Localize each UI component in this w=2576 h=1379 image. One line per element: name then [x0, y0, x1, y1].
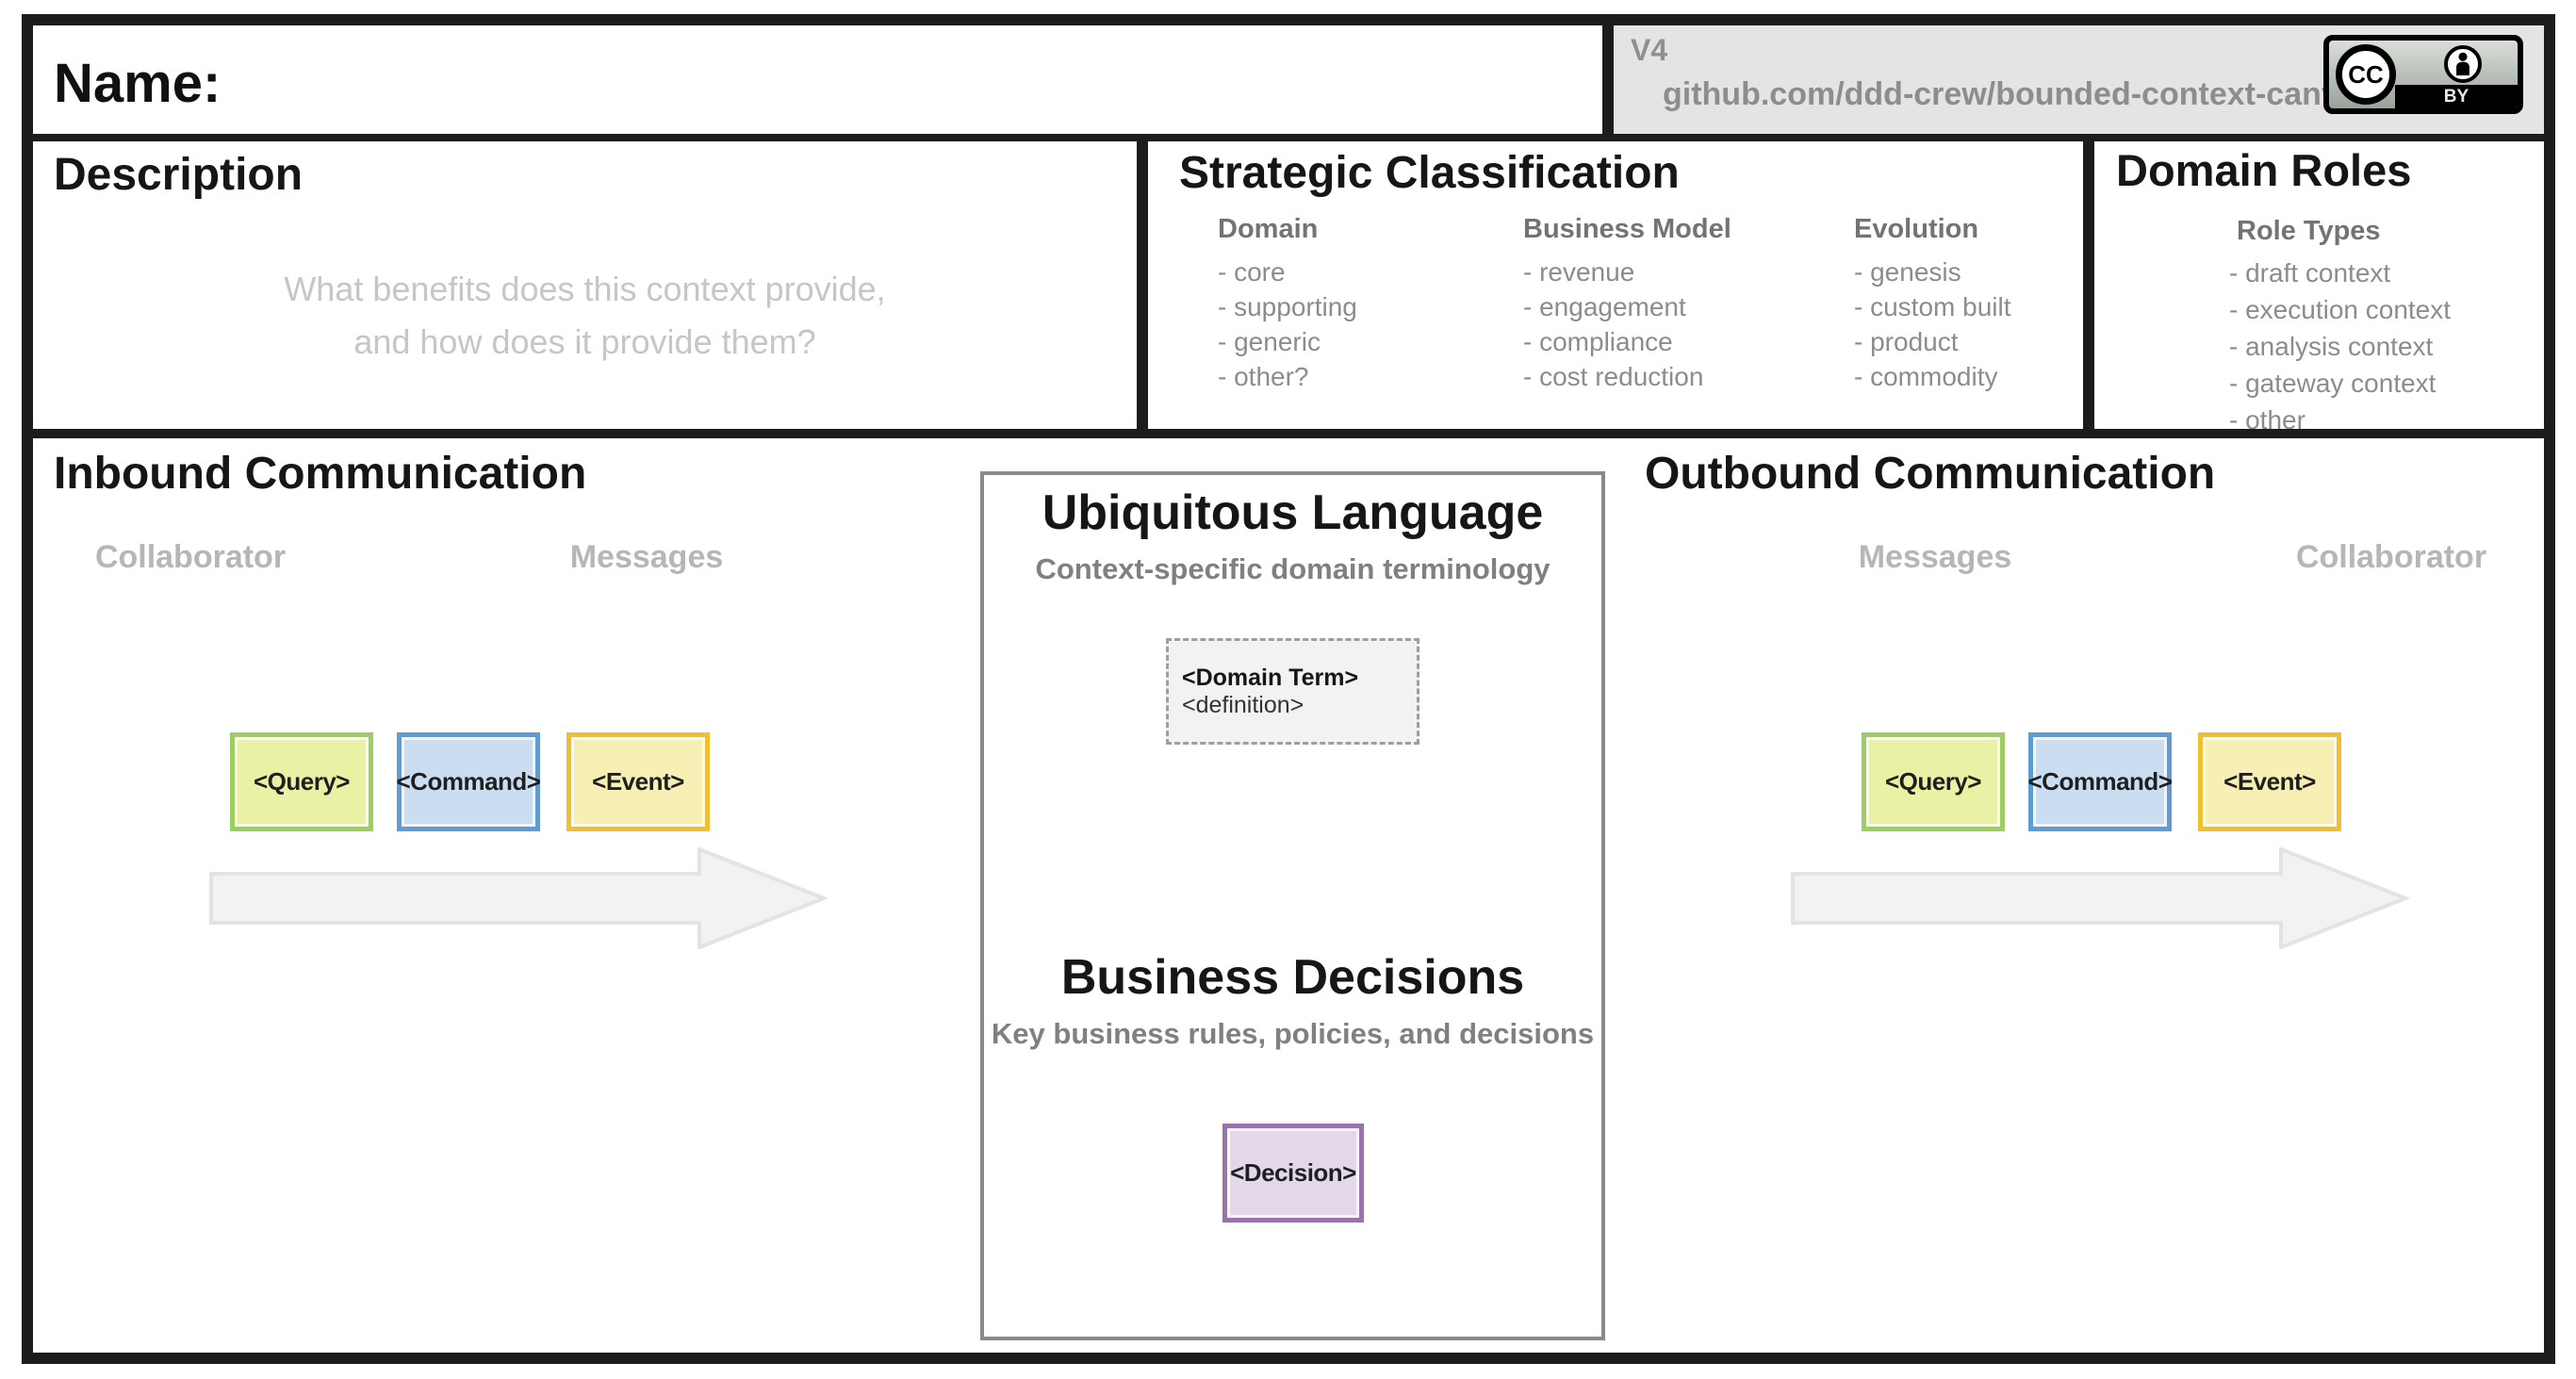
list-item: - gateway context [2229, 369, 2437, 398]
strategic-column-domain: Domain - core - supporting - generic - o… [1218, 214, 1357, 394]
business-decisions-title: Business Decisions [1060, 950, 1525, 1005]
center-panel: Ubiquitous Language Context-specific dom… [980, 471, 1605, 1340]
domain-term-label: <Domain Term> [1182, 664, 1359, 691]
divider-name-version [1602, 25, 1614, 134]
column-header: Evolution [1854, 214, 1979, 244]
list-item: - execution context [2229, 295, 2452, 324]
divider-row2 [33, 429, 2544, 438]
version-box: V4 github.com/ddd-crew/bounded-context-c… [1614, 25, 2544, 134]
column-header: Business Model [1523, 214, 1731, 244]
attribution-icon [2444, 45, 2482, 83]
divider-strategic-roles [2083, 141, 2094, 429]
column-header: Domain [1218, 214, 1319, 244]
domain-term-card: <Domain Term> <definition> [1166, 638, 1419, 745]
divider-description-strategic [1137, 141, 1148, 429]
inbound-event-card: <Event> [566, 732, 710, 831]
inbound-query-card: <Query> [230, 732, 373, 831]
domain-term-definition: <definition> [1182, 691, 1304, 718]
list-item: - revenue [1523, 257, 1635, 287]
list-item: - other? [1218, 362, 1309, 391]
description-title: Description [54, 150, 304, 200]
list-item: - engagement [1523, 292, 1686, 321]
list-item: - commodity [1854, 362, 1998, 391]
outbound-query-card: <Query> [1862, 732, 2005, 831]
outbound-event-card: <Event> [2198, 732, 2341, 831]
list-item: - cost reduction [1523, 362, 1704, 391]
outbound-collaborator-label: Collaborator [2295, 539, 2487, 575]
cc-icon: CC [2336, 44, 2396, 105]
decision-card: <Decision> [1222, 1124, 1364, 1223]
repo-url: github.com/ddd-crew/bounded-context-canv… [1663, 76, 2375, 112]
list-item: - custom built [1854, 292, 2011, 321]
strategic-classification-title: Strategic Classification [1179, 148, 1680, 198]
list-item: - genesis [1854, 257, 1961, 287]
ubiquitous-language-title: Ubiquitous Language [1042, 485, 1544, 540]
inbound-collaborator-label: Collaborator [94, 539, 287, 575]
version-label: V4 [1631, 33, 1668, 67]
list-item: - generic [1218, 327, 1321, 356]
list-item: - compliance [1523, 327, 1673, 356]
description-placeholder: What benefits does this context provide,… [33, 263, 1137, 369]
list-item: - supporting [1218, 292, 1357, 321]
list-item: - analysis context [2229, 332, 2434, 361]
role-types-list: - draft context - execution context - an… [2229, 254, 2451, 438]
list-item: - product [1854, 327, 1959, 356]
inbound-messages-label: Messages [569, 539, 724, 575]
business-decisions-subtitle: Key business rules, policies, and decisi… [991, 1017, 1595, 1050]
outbound-messages-label: Messages [1858, 539, 2012, 575]
ubiquitous-language-subtitle: Context-specific domain terminology [1035, 552, 1551, 585]
description-placeholder-line: What benefits does this context provide, [284, 270, 886, 308]
canvas-frame: Name: V4 github.com/ddd-crew/bounded-con… [22, 14, 2555, 1364]
outbound-command-card: <Command> [2028, 732, 2173, 831]
inbound-command-card: <Command> [397, 732, 541, 831]
name-label: Name: [54, 53, 222, 114]
list-item: - core [1218, 257, 1286, 287]
inbound-communication-title: Inbound Communication [54, 449, 587, 499]
domain-roles-title: Domain Roles [2116, 145, 2412, 195]
outbound-communication-title: Outbound Communication [1645, 449, 2216, 499]
strategic-column-evolution: Evolution - genesis - custom built - pro… [1854, 214, 2011, 394]
by-label: BY [2395, 85, 2518, 108]
list-item: - draft context [2229, 258, 2391, 287]
divider-row1 [33, 134, 2544, 141]
description-placeholder-line: and how does it provide them? [353, 322, 816, 361]
inbound-arrow-icon [209, 847, 828, 949]
role-types-subtitle: Role Types [2237, 216, 2381, 246]
cc-license-badge: CC BY [2323, 35, 2523, 114]
outbound-arrow-icon [1791, 847, 2409, 949]
strategic-column-business-model: Business Model - revenue - engagement - … [1523, 214, 1731, 394]
